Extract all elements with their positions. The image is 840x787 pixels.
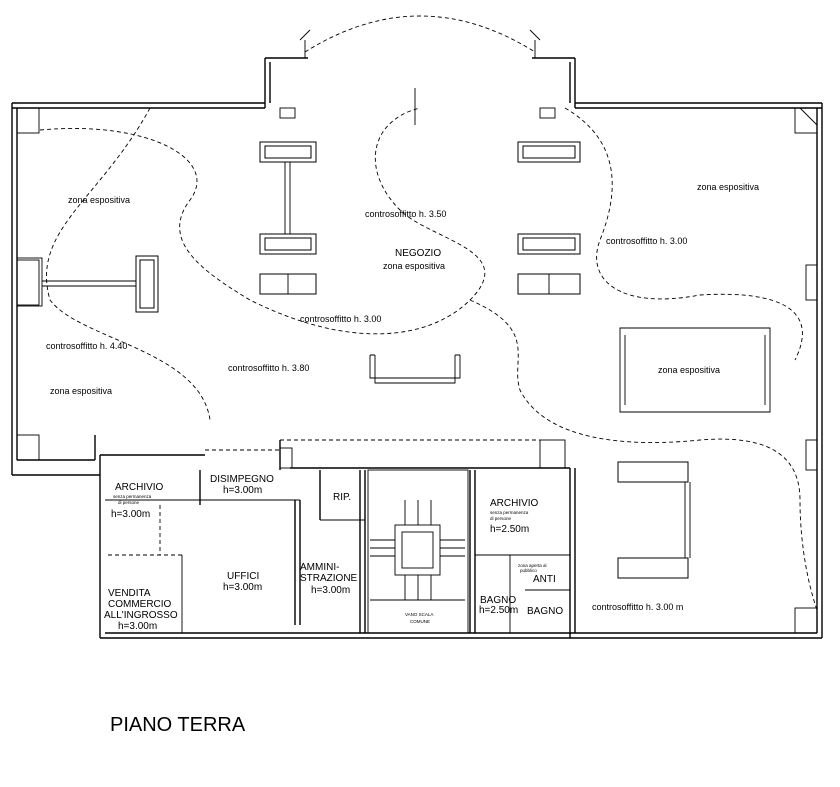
zone-label: zona espositiva xyxy=(68,195,130,205)
room-height: h=3.00m xyxy=(311,585,350,596)
room-note: senza permanenza xyxy=(490,510,529,515)
room-label-archivio: ARCHIVIO xyxy=(115,482,164,493)
ceiling-label: controsoffitto h. 3.00 xyxy=(300,314,381,324)
ceiling-boundaries xyxy=(39,107,818,611)
room-label-vendita: VENDITA xyxy=(108,588,151,599)
room-label-bagno: BAGNO xyxy=(480,595,516,606)
room-height: h=3.00m xyxy=(111,509,150,520)
page-title: PIANO TERRA xyxy=(110,714,246,736)
ceiling-label: controsoffitto h. 3.00 m xyxy=(592,602,683,612)
room-note: zona aperta al xyxy=(518,563,547,568)
room-height: h=3.00m xyxy=(223,582,262,593)
room-height: h=3.00m xyxy=(223,485,262,496)
ceiling-label: controsoffitto h. 3.50 xyxy=(365,209,446,219)
room-height: h=2.50m xyxy=(479,605,518,616)
outer-walls xyxy=(11,15,823,639)
room-label-vendita: COMMERCIO xyxy=(108,599,172,610)
room-note: senza permanenza xyxy=(113,494,152,499)
labels: zona espositiva zona espositiva zona esp… xyxy=(46,182,759,736)
room-note: di persone xyxy=(490,516,512,521)
room-label-disimpegno: DISIMPEGNO xyxy=(210,474,274,485)
room-label-vano-scala: VANO SCALA xyxy=(405,612,433,617)
room-label-bagno: BAGNO xyxy=(527,606,563,617)
room-height: h=2.50m xyxy=(490,524,529,535)
zone-label: zona espositiva xyxy=(697,182,759,192)
room-height: h=3.00m xyxy=(118,621,157,632)
ceiling-label: controsoffitto h. 3.80 xyxy=(228,363,309,373)
display-fixtures xyxy=(42,141,771,579)
zone-label: zona espositiva xyxy=(383,261,445,271)
service-block xyxy=(100,439,576,638)
ceiling-label: controsoffitto h. 4.40 xyxy=(46,341,127,351)
room-label-vano-scala: COMUNE xyxy=(410,619,430,624)
room-label-vendita: ALL'INGROSSO xyxy=(104,610,178,621)
room-label-amministrazione: AMMINI- xyxy=(300,562,339,573)
room-label-archivio: ARCHIVIO xyxy=(490,498,539,509)
room-label-uffici: UFFICI xyxy=(227,571,259,582)
zone-label: zona espositiva xyxy=(658,365,720,375)
room-label-negozio: NEGOZIO xyxy=(395,248,441,259)
room-label-rip: RIP. xyxy=(333,492,351,503)
ceiling-label: controsoffitto h. 3.00 xyxy=(606,236,687,246)
room-note: di persone xyxy=(118,500,140,505)
zone-label: zona espositiva xyxy=(50,386,112,396)
room-note: pubblico xyxy=(520,568,537,573)
room-label-amministrazione: STRAZIONE xyxy=(300,573,358,584)
room-label-anti: ANTI xyxy=(533,574,556,585)
